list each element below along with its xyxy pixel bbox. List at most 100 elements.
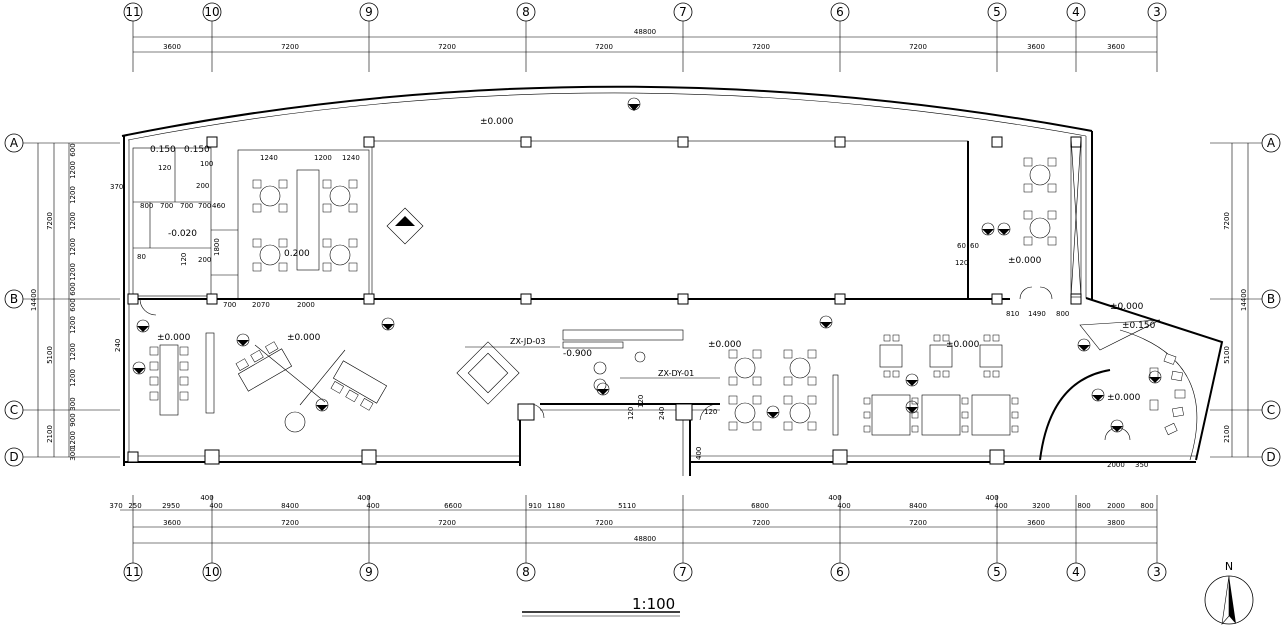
dim-text: 810	[1006, 310, 1019, 318]
grid-label: A	[10, 136, 19, 150]
dim-text: 7200	[595, 43, 613, 51]
grid-label: 3	[1153, 565, 1161, 579]
dim-text: 2100	[46, 425, 54, 443]
grid-label: A	[1267, 136, 1276, 150]
dim-text: 1200	[69, 343, 77, 361]
center-dining	[728, 349, 839, 436]
level-text: -0.900	[563, 349, 592, 359]
level-text: ±0.000	[1110, 302, 1144, 312]
dim-text: 1200	[69, 238, 77, 256]
room-dimensions: 1240 1200 1240 700 2070 2000 370 800 700…	[110, 154, 1148, 469]
dim-text: 3600	[1027, 43, 1045, 51]
dim-text: 400	[985, 494, 998, 502]
dim-text: 5110	[618, 502, 636, 510]
grid-label: D	[1266, 450, 1275, 464]
dim-text: 300	[69, 397, 77, 410]
grid-label: 4	[1072, 5, 1080, 19]
grid-label: B	[10, 292, 18, 306]
dim-text: 14400	[1240, 289, 1248, 311]
dim-text: 370	[109, 502, 122, 510]
section-markers	[132, 97, 1162, 433]
dim-text: 800	[1056, 310, 1069, 318]
scale-text: 1:100	[632, 595, 675, 613]
dim-text: 7200	[752, 519, 770, 527]
dim-text: 7200	[438, 519, 456, 527]
dim-text: 400	[366, 502, 379, 510]
grid-label: 6	[836, 565, 844, 579]
dim-text: 48800	[634, 535, 656, 543]
dim-text: 900	[69, 413, 77, 426]
north-label: N	[1225, 560, 1233, 573]
grid-label: 10	[204, 565, 219, 579]
dim-text: 3600	[1027, 519, 1045, 527]
grid-label: C	[1267, 403, 1275, 417]
grid-label: 8	[522, 5, 530, 19]
grid-label: 5	[993, 5, 1001, 19]
dim-text: 7200	[281, 43, 299, 51]
dim-text: 2000	[297, 301, 315, 309]
dim-text: 240	[114, 339, 122, 352]
dim-text: 2100	[1223, 425, 1231, 443]
dim-text: 2000	[1107, 502, 1125, 510]
dim-text: 120	[180, 253, 188, 266]
dim-text: 600	[69, 143, 77, 156]
dim-text: 250	[128, 502, 141, 510]
dim-text: 7200	[909, 43, 927, 51]
dim-text: 910	[528, 502, 541, 510]
dim-text: 400	[828, 494, 841, 502]
dim-text: 7200	[438, 43, 456, 51]
dims-top: 48800 3600 7200 7200 7200 7200 7200 3600…	[133, 28, 1157, 53]
dim-text: 80	[137, 253, 146, 261]
dim-text: 400	[695, 447, 703, 460]
grid-label: C	[10, 403, 18, 417]
dim-text: 1200	[69, 316, 77, 334]
dim-text: 3600	[163, 519, 181, 527]
dim-text: 600	[69, 298, 77, 311]
north-arrow-icon: N	[1204, 560, 1254, 625]
level-text: ±0.000	[480, 117, 514, 127]
dim-text: 300	[69, 447, 77, 460]
level-text: ±0.000	[946, 340, 980, 350]
level-text: 0.200	[284, 249, 310, 259]
dim-text: 370	[110, 183, 123, 191]
dim-text: 800	[1077, 502, 1090, 510]
level-text: -0.020	[168, 229, 197, 239]
dim-text: 120	[637, 395, 645, 408]
dim-text: 6600	[444, 502, 462, 510]
dims-bottom: 370 250 2950 400 400 8400 400 400 6600 9…	[109, 494, 1157, 544]
dim-text: 3800	[1107, 519, 1125, 527]
dim-text: 5100	[46, 346, 54, 364]
level-text: ±0.000	[1107, 393, 1141, 403]
grid-label: 11	[125, 565, 140, 579]
right-dining	[863, 334, 1019, 436]
dim-text: 1180	[547, 502, 565, 510]
dim-text: 460	[212, 202, 225, 210]
grid-label: 7	[679, 565, 687, 579]
far-right-booths	[1149, 353, 1186, 436]
grid-label: 5	[993, 565, 1001, 579]
dim-text: 100	[200, 160, 213, 168]
dim-text: 200	[196, 182, 209, 190]
dim-text: 400	[200, 494, 213, 502]
scale-block: 1:100	[522, 595, 680, 617]
dim-text: 7200	[752, 43, 770, 51]
grid-label: 10	[204, 5, 219, 19]
dim-text: 700	[160, 202, 173, 210]
dim-text: 7200	[595, 519, 613, 527]
dim-text: 7200	[281, 519, 299, 527]
building-walls	[121, 85, 1224, 476]
dim-text: 800	[140, 202, 153, 210]
dim-text: 8400	[281, 502, 299, 510]
dim-text: 350	[1135, 461, 1148, 469]
dim-text: 1200	[69, 369, 77, 387]
level-text: ±0.000	[1008, 256, 1042, 266]
grid-label: 9	[365, 565, 373, 579]
axis-lines	[23, 21, 1262, 563]
dim-text: 400	[209, 502, 222, 510]
dim-text: 120	[158, 164, 171, 172]
dim-text: 400	[357, 494, 370, 502]
dims-right: 7200 14400 5100 2100	[1223, 143, 1249, 457]
upper-left-dining	[252, 169, 358, 272]
level-text: ±0.000	[708, 340, 742, 350]
